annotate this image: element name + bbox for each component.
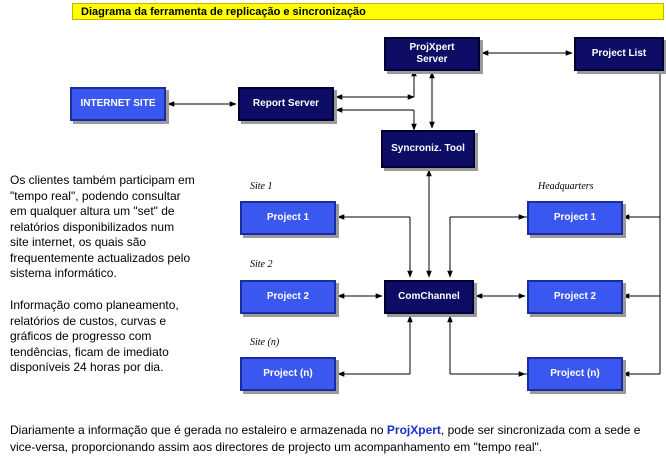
node-site-project-2: Project 2 [240,280,336,314]
node-report-server: Report Server [238,87,334,121]
node-internet-site: INTERNET SITE [70,87,166,121]
node-comchannel: ComChannel [384,280,474,314]
node-label: ProjXpert [409,42,455,53]
paragraph-information: Informação como planeamento, relatórios … [10,298,179,376]
paragraph-line: Informação como planeamento, [10,298,179,312]
paragraph-clients: Os clientes também participam em "tempo … [10,173,195,282]
node-sync-tool: Syncroniz. Tool [381,130,475,168]
paragraph-line: tendências, ficam de imediato [10,344,169,359]
paragraph-line: relatórios de custos, curvas e [10,313,167,328]
bottom-paragraph: Diariamente a informação que é gerada no… [10,422,666,456]
paragraph-line: em qualquer altura um "set" de [10,204,175,218]
bottom-text: , pode ser sincronizada com a sede e vic… [10,423,641,454]
diagram-title: Diagrama da ferramenta de replicação e s… [72,3,664,20]
node-hq-project-n: Project (n) [527,357,623,391]
paragraph-line: site internet, os quais são [10,235,147,249]
label-site-2: Site 2 [250,259,273,270]
label-site-n: Site (n) [250,337,280,348]
paragraph-line: disponíveis 24 horas por dia. [10,360,164,374]
bottom-text: Diariamente a informação que é gerada no… [10,423,387,437]
node-label: Server [416,54,448,65]
brand-name: ProjXpert [386,423,441,437]
paragraph-line: frequentemente actualizados pelo [10,250,191,265]
node-site-project-n: Project (n) [240,357,336,391]
label-site-1: Site 1 [250,181,273,192]
paragraph-line: "tempo real", podendo consultar [10,188,181,203]
label-headquarters: Headquarters [538,181,594,192]
paragraph-line: gráficos de progresso com [10,329,152,343]
node-site-project-1: Project 1 [240,201,336,235]
paragraph-line: relatórios disponibilizados num [10,219,175,234]
node-hq-project-2: Project 2 [527,280,623,314]
paragraph-line: sistema informático. [10,266,117,280]
node-project-list: Project List [574,37,664,71]
paragraph-line: Os clientes também participam em [10,173,195,187]
node-hq-project-1: Project 1 [527,201,623,235]
